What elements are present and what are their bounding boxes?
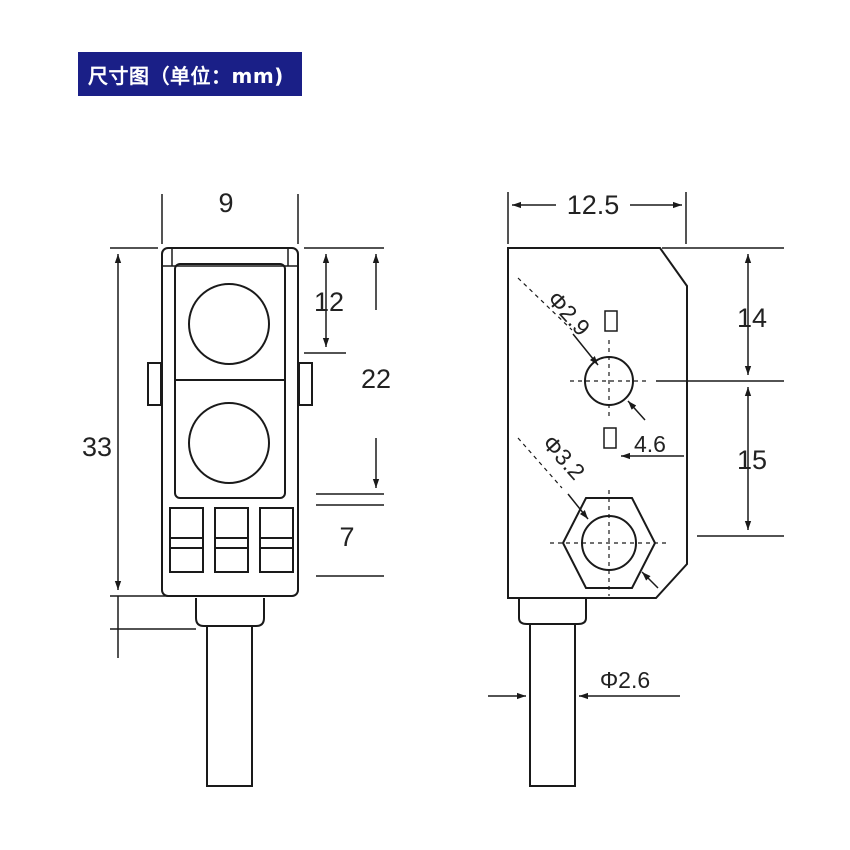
front-dimension-labels: 9 12 22 33 7 [82,188,391,552]
indicator-upper [604,310,618,332]
dim-label-side-width: 12.5 [567,190,620,220]
connector-pins [169,507,294,573]
side-body-outline [507,247,688,599]
dim-label-total-height: 33 [82,432,112,462]
dim-label-upper-hole-dia: Φ2.9 [542,286,595,341]
dim-label-connector-height: 7 [339,522,354,552]
center-lines [517,277,670,596]
front-view [147,247,313,787]
dim-label-side-lower: 15 [737,445,767,475]
front-cable-neck [195,598,265,627]
front-dimensions [110,194,384,658]
indicator-lower [603,427,617,449]
side-dimensions [488,192,784,700]
left-mount-tab [147,362,162,406]
side-view [507,247,688,787]
upper-lens [188,283,270,365]
dim-label-window-height: 22 [361,364,391,394]
dia-3-2-leader [567,493,589,520]
side-cable-neck [518,598,587,625]
lower-lens [188,402,270,484]
front-body-outline [161,247,299,597]
right-mount-tab [298,362,313,406]
dim-label-width: 9 [218,188,233,218]
front-cable [206,625,253,787]
dim-label-cable-dia: Φ2.6 [600,667,650,693]
dim-label-hole-offset: 4.6 [634,431,666,457]
page-title: 尺寸图（单位：mm) [78,52,302,96]
dim-label-upper-height: 12 [314,287,344,317]
dim-label-side-upper: 14 [737,303,767,333]
dim-label-lower-hole-dia: Φ3.2 [537,430,590,485]
side-cable [529,623,576,787]
side-dimension-labels: 12.5 14 15 4.6 Φ2.6 Φ2.9 Φ3.2 [537,190,767,693]
dia-2-9-leader [572,333,599,366]
